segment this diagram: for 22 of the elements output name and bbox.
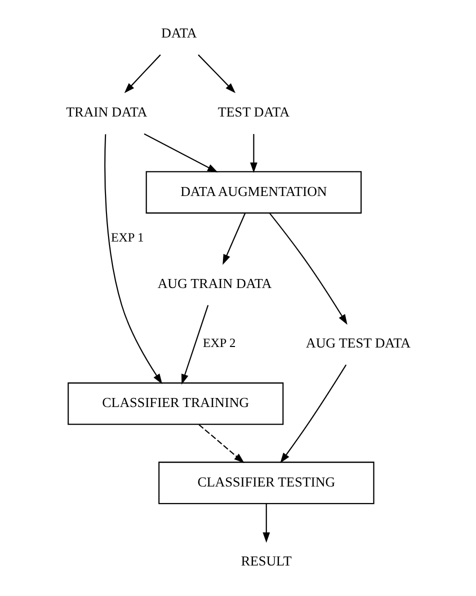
- node-box: CLASSIFIER TESTING: [158, 462, 374, 504]
- arrow: [198, 424, 244, 464]
- arrow: [197, 54, 235, 94]
- arrow: [222, 213, 246, 265]
- arrow: [250, 134, 257, 173]
- edge-label: EXP 1: [110, 230, 144, 244]
- arrow: [104, 134, 162, 384]
- edge-label: EXP 2: [202, 336, 236, 350]
- node-box: CLASSIFIER TRAINING: [67, 382, 284, 425]
- node-text: TRAIN DATA: [66, 104, 147, 120]
- arrow: [262, 504, 270, 543]
- node-text: TEST DATA: [217, 104, 290, 120]
- node-text: AUG TEST DATA: [305, 336, 410, 350]
- arrow: [143, 133, 218, 172]
- arrow: [180, 305, 208, 385]
- node-text: AUG TRAIN DATA: [157, 276, 272, 291]
- arrow: [124, 54, 160, 94]
- node-text: DATA: [160, 25, 196, 40]
- node-text: RESULT: [240, 554, 292, 569]
- arrow: [268, 212, 347, 325]
- arrow: [280, 364, 346, 464]
- node-box: DATA AUGMENTATION: [145, 171, 362, 214]
